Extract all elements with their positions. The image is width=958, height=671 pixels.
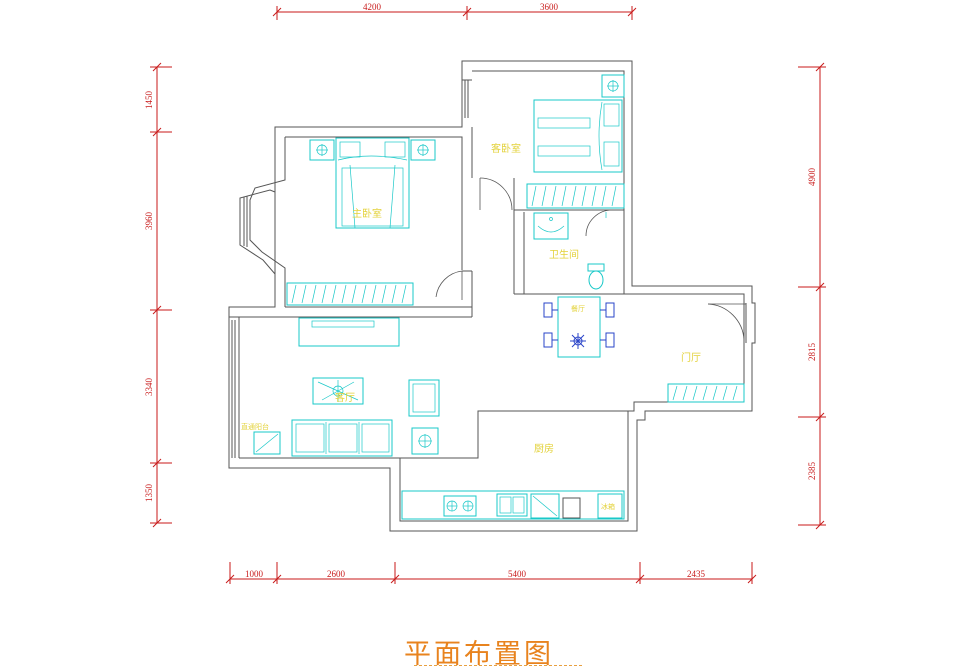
room-label-fridge: 冰箱 [601, 502, 615, 511]
room-label-living: 客厅 [335, 391, 355, 404]
dim-bottom-4: 2435 [687, 569, 706, 579]
dim-left-3: 3340 [144, 378, 154, 397]
room-label-foyer: 门厅 [681, 351, 701, 364]
foyer-cabinet [667, 383, 745, 403]
page-title: 平面布置图 [404, 639, 554, 670]
title-underline [414, 665, 582, 666]
room-label-kitchen: 厨房 [534, 442, 554, 455]
dim-left-4: 1350 [144, 484, 154, 503]
dim-right-2: 2815 [807, 343, 817, 362]
dim-top-1: 4200 [363, 2, 382, 12]
dimension-lines [150, 6, 826, 584]
second-bedroom-furniture [526, 74, 625, 209]
dim-bottom-1: 1000 [245, 569, 264, 579]
kitchen-furniture [401, 490, 625, 520]
living-furniture [253, 317, 440, 457]
master-bedroom-furniture [286, 137, 436, 306]
dim-right-1: 4900 [807, 168, 817, 187]
dim-right-3: 2385 [807, 462, 817, 481]
room-label-dining: 餐厅 [571, 304, 585, 313]
dim-bottom-3: 5400 [508, 569, 527, 579]
dim-top-2: 3600 [540, 2, 559, 12]
room-label-balcony: 直通阳台 [241, 422, 269, 431]
doors [435, 177, 746, 341]
dining-furniture [543, 296, 615, 358]
bathroom-fixtures [533, 212, 607, 290]
room-label-master-bedroom: 主卧室 [352, 207, 382, 220]
dim-bottom-2: 2600 [327, 569, 346, 579]
dim-left-1: 1450 [144, 91, 154, 110]
walls [228, 60, 756, 532]
dim-left-2: 3960 [144, 212, 154, 231]
room-label-bathroom: 卫生间 [549, 248, 579, 261]
room-label-second-bedroom: 客卧室 [491, 142, 521, 155]
